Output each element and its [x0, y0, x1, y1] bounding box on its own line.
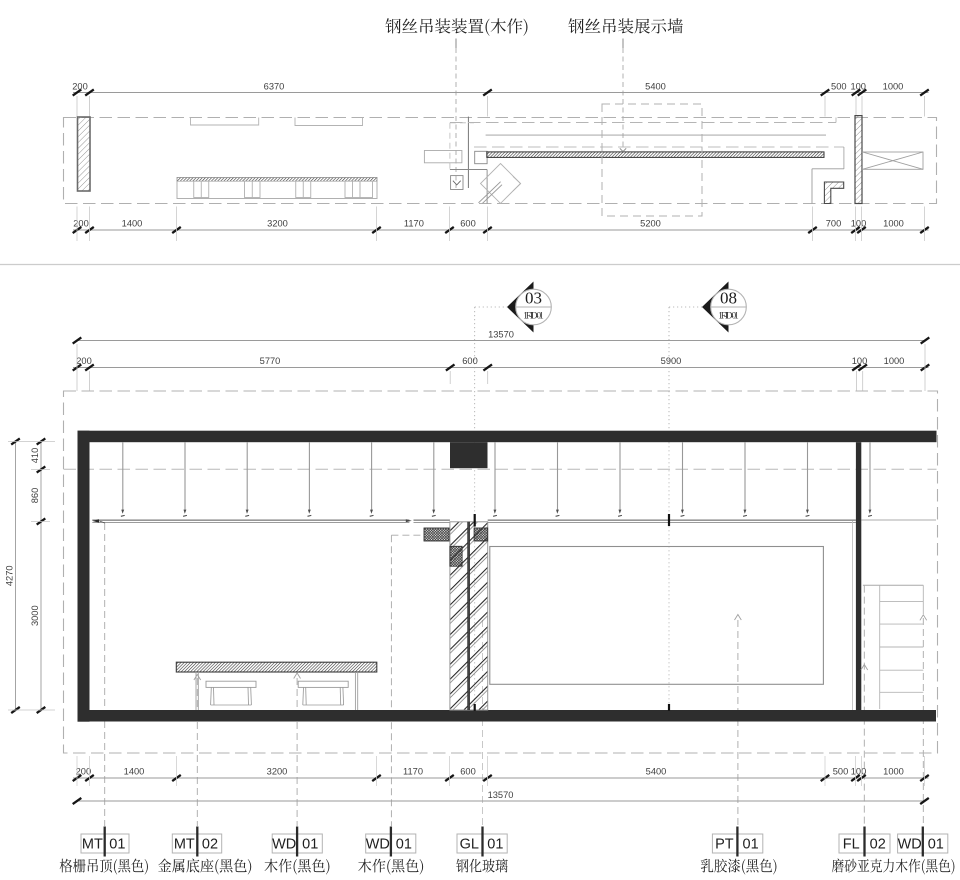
svg-text:100: 100: [852, 356, 868, 366]
svg-text:1F-ID-01: 1F-ID-01: [523, 311, 544, 321]
svg-text:GL: GL: [460, 837, 479, 853]
svg-text:1F-ID-01: 1F-ID-01: [718, 311, 739, 321]
svg-text:5400: 5400: [645, 82, 666, 92]
svg-text:01: 01: [928, 837, 944, 853]
svg-text:200: 200: [73, 219, 89, 229]
svg-text:PT: PT: [715, 837, 734, 853]
svg-text:1400: 1400: [124, 767, 145, 777]
svg-text:3000: 3000: [30, 605, 40, 626]
svg-text:03: 03: [525, 289, 542, 308]
svg-text:1400: 1400: [122, 219, 143, 229]
svg-text:3200: 3200: [267, 219, 288, 229]
svg-text:600: 600: [460, 219, 476, 229]
svg-text:500: 500: [833, 767, 849, 777]
svg-text:4270: 4270: [4, 565, 14, 586]
svg-text:01: 01: [109, 837, 125, 853]
svg-text:6370: 6370: [264, 82, 285, 92]
svg-text:1000: 1000: [884, 356, 905, 366]
svg-text:01: 01: [487, 837, 503, 853]
svg-text:02: 02: [202, 837, 218, 853]
svg-text:01: 01: [302, 837, 318, 853]
svg-text:01: 01: [396, 837, 412, 853]
svg-text:1000: 1000: [883, 219, 904, 229]
svg-text:08: 08: [720, 289, 737, 308]
svg-text:02: 02: [870, 837, 886, 853]
svg-text:FL: FL: [843, 837, 860, 853]
svg-text:5400: 5400: [646, 767, 667, 777]
svg-text:5900: 5900: [661, 356, 682, 366]
svg-text:860: 860: [30, 488, 40, 504]
svg-text:5200: 5200: [640, 219, 661, 229]
svg-text:MT: MT: [82, 837, 103, 853]
svg-text:200: 200: [76, 356, 92, 366]
svg-text:1000: 1000: [883, 767, 904, 777]
svg-text:600: 600: [462, 356, 478, 366]
svg-text:500: 500: [831, 82, 847, 92]
svg-text:200: 200: [72, 82, 88, 92]
svg-text:5770: 5770: [260, 356, 281, 366]
svg-text:410: 410: [30, 448, 40, 464]
svg-text:1170: 1170: [404, 219, 424, 229]
svg-text:WD: WD: [272, 837, 296, 853]
svg-text:13570: 13570: [488, 330, 514, 340]
svg-text:1170: 1170: [403, 767, 423, 777]
svg-text:13570: 13570: [488, 790, 514, 800]
svg-text:WD: WD: [898, 837, 922, 853]
svg-text:3200: 3200: [267, 767, 288, 777]
svg-text:100: 100: [850, 82, 866, 92]
svg-text:1000: 1000: [883, 82, 904, 92]
svg-text:600: 600: [460, 767, 476, 777]
svg-text:01: 01: [743, 837, 759, 853]
svg-text:700: 700: [826, 219, 842, 229]
svg-text:200: 200: [76, 767, 92, 777]
svg-text:100: 100: [851, 767, 867, 777]
svg-text:100: 100: [851, 219, 867, 229]
svg-text:MT: MT: [174, 837, 195, 853]
svg-text:WD: WD: [366, 837, 390, 853]
